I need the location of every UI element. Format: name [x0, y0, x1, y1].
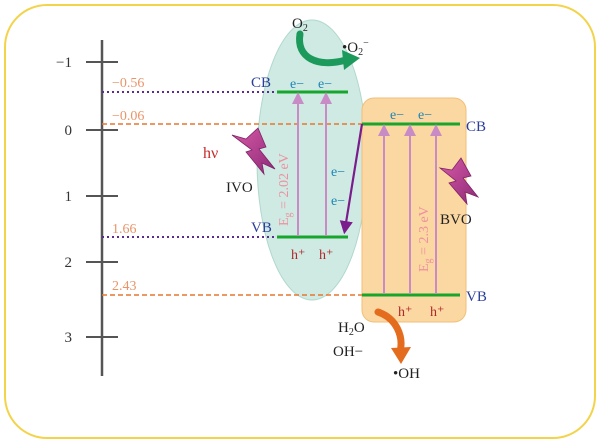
bvo-hole-2: h⁺: [430, 305, 444, 320]
water-label: H2O: [338, 320, 365, 338]
ivo-electron-1: e−: [290, 77, 304, 92]
level-label-bvo-cb: −0.06: [112, 109, 144, 124]
ivo-electron-2: e−: [318, 77, 332, 92]
level-label-ivo-vb: 1.66: [112, 222, 137, 237]
bvo-bandgap-label: Eg = 2.3 eV: [417, 206, 434, 272]
light-label: hν: [203, 145, 218, 162]
ivo-hole-2: h⁺: [319, 248, 333, 263]
ivo-hole-1: h⁺: [291, 248, 305, 263]
o2-reduction-arrow: [296, 30, 350, 67]
axis-ticks: [86, 61, 118, 338]
tick-label-2: 2: [65, 255, 73, 271]
hydroxyl-radical-label: •OH: [393, 366, 420, 382]
ivo-vb-label: VB: [251, 220, 272, 236]
bvo-hole-1: h⁺: [398, 305, 412, 320]
ivo-electron-4: e−: [331, 194, 345, 209]
bvo-electron-1: e−: [390, 108, 404, 123]
ivo-cb-label: CB: [251, 75, 271, 91]
ivo-bandgap-label: Eg = 2.02 eV: [277, 153, 294, 226]
ivo-electron-3: e−: [331, 165, 345, 180]
superoxide-label: •O2−: [342, 38, 369, 58]
bvo-lightning-icon: [438, 157, 480, 206]
oh-arrow-head: [391, 347, 411, 364]
tick-label-minus1: −1: [56, 55, 72, 71]
electron-transfer-arrow: [339, 123, 364, 235]
level-label-ivo-cb: −0.56: [112, 76, 144, 91]
tick-label-1: 1: [65, 189, 73, 205]
bvo-vb-label: VB: [466, 289, 487, 305]
level-label-bvo-vb: 2.43: [112, 279, 137, 294]
bvo-particle: [361, 97, 467, 323]
bvo-cb-label: CB: [466, 119, 486, 135]
o2-arrow-head: [342, 50, 360, 70]
bvo-electron-2: e−: [418, 108, 432, 123]
tick-label-3: 3: [65, 330, 73, 346]
bvo-name: BVO: [440, 212, 472, 228]
o2-label: O2: [292, 16, 308, 34]
ivo-lightning-icon: [231, 127, 276, 176]
tick-label-0: 0: [65, 123, 73, 139]
hydroxide-label: OH−: [333, 344, 363, 360]
ivo-name: IVO: [226, 180, 253, 196]
